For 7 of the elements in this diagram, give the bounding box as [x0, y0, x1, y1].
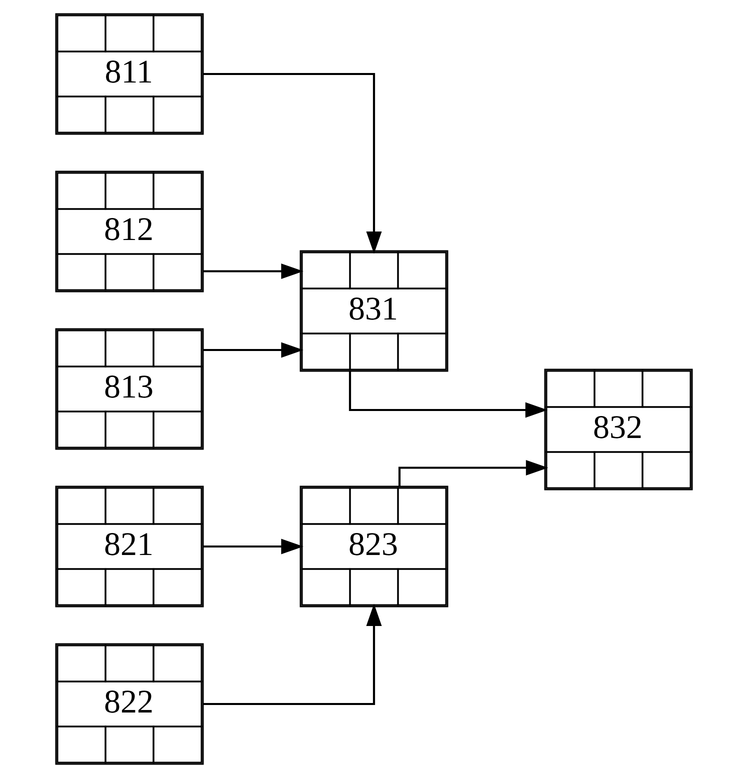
arrow [203, 342, 303, 358]
arrow [203, 72, 382, 254]
arrow [203, 263, 303, 280]
arrow [203, 538, 303, 554]
arrow [203, 604, 382, 706]
arrow [398, 460, 548, 486]
arrow [348, 371, 548, 418]
